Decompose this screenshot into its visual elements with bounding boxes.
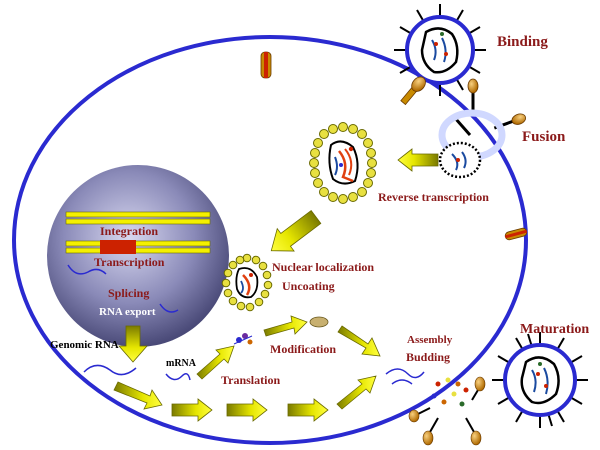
arrow-genomic-rna-path xyxy=(113,375,377,422)
label-transcription: Transcription xyxy=(94,255,165,269)
virus-particle-icon xyxy=(492,332,588,428)
rna-strand-icon xyxy=(67,264,107,275)
rna-strand-icon xyxy=(83,364,137,376)
label-genomic-rna: Genomic RNA xyxy=(50,339,119,351)
label-integration: Integration xyxy=(100,224,158,238)
capsid-icon xyxy=(438,141,482,179)
nucleus xyxy=(47,165,229,347)
label-budding: Budding xyxy=(406,350,450,364)
label-mrna: mRNA xyxy=(166,358,197,369)
arrow-modification xyxy=(263,315,308,337)
membrane-receptor-icon xyxy=(260,51,272,79)
virus-particle-icon xyxy=(394,4,486,96)
cell-membrane xyxy=(12,35,528,445)
label-nuclear-localization: Nuclear localization xyxy=(272,260,374,274)
label-binding: Binding xyxy=(497,34,548,50)
label-splicing: Splicing xyxy=(108,286,149,300)
label-assembly: Assembly xyxy=(407,334,453,346)
ribosome xyxy=(233,333,253,345)
arrow-translation xyxy=(196,345,235,380)
arrow-assembly xyxy=(337,325,381,357)
label-modification: Modification xyxy=(270,342,336,356)
label-reverse-transcription: Reverse transcription xyxy=(378,190,489,204)
capsid-icon xyxy=(309,122,377,204)
arrow-to-nuclear-localization xyxy=(270,210,322,252)
modified-protein xyxy=(309,316,329,328)
membrane-receptor-icon xyxy=(504,227,528,241)
arrow-to-reverse-transcription xyxy=(397,148,439,172)
label-translation: Translation xyxy=(221,373,280,387)
host-dna xyxy=(65,211,211,254)
budding-particle xyxy=(408,376,486,446)
capsid-icon xyxy=(221,253,273,312)
receptor-cluster xyxy=(400,76,526,136)
rna-strand-icon xyxy=(165,373,191,381)
label-fusion: Fusion xyxy=(522,129,566,145)
label-uncoating: Uncoating xyxy=(282,279,335,293)
arrow-rna-export xyxy=(118,325,148,363)
rna-strand-icon xyxy=(385,368,425,379)
label-maturation: Maturation xyxy=(520,322,589,337)
rna-strand-icon xyxy=(391,379,413,385)
label-rna-export: RNA export xyxy=(99,306,156,318)
rna-strand-icon xyxy=(159,303,179,313)
